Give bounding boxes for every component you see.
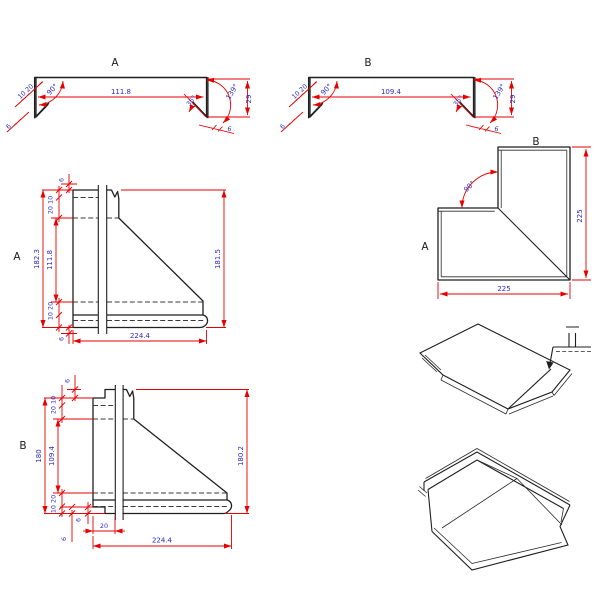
dim-top-edge: 6 bbox=[64, 379, 72, 383]
extension-lines bbox=[6, 78, 250, 134]
miter-seam bbox=[497, 207, 571, 281]
seam-lines bbox=[114, 385, 124, 520]
dim-face-width: 109.4 bbox=[48, 445, 56, 466]
square-groove-symbol bbox=[566, 326, 579, 347]
view-title: A bbox=[13, 251, 21, 263]
left-leg-hem bbox=[307, 76, 324, 119]
view-title: B bbox=[364, 57, 371, 69]
extension-and-chain-lines bbox=[42, 174, 226, 344]
dim-top-width: 109.4 bbox=[381, 88, 402, 96]
leg-label-a: A bbox=[421, 241, 429, 253]
dim-notch-edge: 6 bbox=[75, 518, 83, 522]
outline bbox=[72, 189, 209, 329]
inner-rim bbox=[427, 459, 564, 509]
plan-view: B A 90° 225 225 bbox=[421, 136, 591, 299]
angle-arc-90 bbox=[38, 80, 65, 107]
dim-overall-height: 180 bbox=[35, 449, 43, 462]
iso-top-view bbox=[419, 323, 591, 415]
dim-bottom-width: 225 bbox=[497, 285, 510, 293]
outline bbox=[92, 388, 233, 515]
dim-top-width: 111.8 bbox=[111, 88, 131, 96]
dim-tab-width: 20 bbox=[100, 522, 108, 530]
dim-corner-angle: 90° bbox=[462, 179, 476, 193]
right-wall-edge bbox=[560, 508, 564, 523]
left-wall-edge bbox=[427, 489, 433, 532]
dim-right-height: 181.5 bbox=[214, 249, 222, 269]
back-rim bbox=[423, 451, 571, 506]
seam-lines bbox=[97, 185, 108, 334]
dim-face-width: 111.8 bbox=[46, 250, 54, 270]
leg-label-b: B bbox=[532, 136, 539, 148]
iso-bottom-view bbox=[417, 448, 571, 571]
dim-bottom-edge: 6 bbox=[58, 337, 66, 341]
flat-pattern-a-view: A 6 20 10 182.3 111.8 10 20 6 224.4 181.… bbox=[13, 174, 227, 344]
view-title: A bbox=[111, 57, 119, 69]
angle-arc-90 bbox=[312, 80, 339, 107]
dim-edge-left: 6 bbox=[4, 122, 12, 131]
front-hem-lines bbox=[440, 373, 573, 415]
web-fold-and-seam bbox=[441, 459, 563, 529]
fold-lines bbox=[93, 405, 228, 507]
dim-top-edge: 6 bbox=[58, 178, 66, 182]
dim-edge-right: 6 bbox=[227, 125, 233, 134]
dim-bottom-width: 224.4 bbox=[130, 332, 151, 340]
dim-edge-left: 6 bbox=[278, 122, 286, 131]
dim-edge-right: 6 bbox=[494, 125, 500, 134]
dim-hem-angle: 139° bbox=[224, 83, 240, 102]
dim-bottom-edge: 6 bbox=[60, 537, 68, 541]
front-hem-band bbox=[433, 527, 562, 564]
dim-right-height: 180.2 bbox=[237, 446, 245, 466]
dim-bottom-width: 224.4 bbox=[152, 537, 173, 545]
dim-top-chain: 20 10 bbox=[50, 396, 58, 414]
left-end-hem-lines bbox=[417, 486, 428, 497]
dim-leg-height: 29 bbox=[509, 95, 517, 104]
profile-a-view: A 111.8 90° 10 20 6 35° 139° 29 6 bbox=[4, 57, 253, 134]
extension-lines bbox=[280, 78, 514, 134]
dim-leg-height: 29 bbox=[245, 95, 253, 104]
dim-side-width: 225 bbox=[576, 209, 584, 222]
view-title: B bbox=[19, 440, 26, 452]
dim-hem-angle: 139° bbox=[491, 83, 507, 102]
extension-and-chain-lines bbox=[44, 375, 249, 549]
extension-lines bbox=[437, 146, 591, 299]
left-end-hem-lines bbox=[421, 354, 442, 373]
flat-pattern-b-view: B 6 20 10 180 109.4 10 20 6 6 20 224.4 1… bbox=[19, 375, 250, 549]
profile-b-view: B 109.4 90° 10 20 6 35° 139° 29 6 bbox=[278, 57, 517, 134]
dim-overall-height: 182.3 bbox=[33, 249, 41, 269]
dim-top-chain: 20 10 bbox=[47, 196, 55, 214]
hem-edge-lines bbox=[438, 149, 568, 278]
angle-arc-90 bbox=[459, 169, 499, 209]
weld-symbol bbox=[546, 326, 591, 370]
miter-seam bbox=[507, 368, 552, 410]
fold-lines bbox=[73, 197, 204, 321]
top-face-outline bbox=[419, 323, 571, 410]
dim-bottom-chain: 10 20 bbox=[47, 302, 55, 320]
back-rim-hem bbox=[425, 448, 570, 502]
front-bottom-outline bbox=[431, 504, 571, 571]
leader-arrowhead bbox=[546, 361, 554, 370]
left-leg-hem bbox=[33, 76, 50, 119]
dim-bottom-chain: 10 20 bbox=[50, 495, 58, 513]
